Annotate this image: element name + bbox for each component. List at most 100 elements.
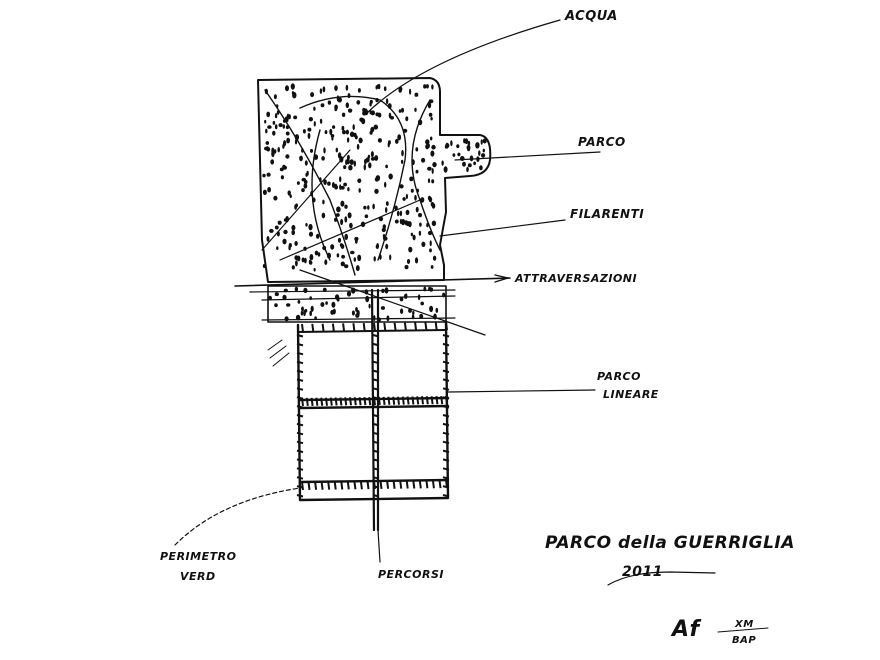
tree-dot xyxy=(369,110,372,115)
tree-dot xyxy=(262,263,267,269)
tree-dot xyxy=(329,128,333,135)
tree-dot xyxy=(313,121,316,127)
tree-dot xyxy=(381,288,385,293)
tree-dot xyxy=(406,259,411,264)
signature-initials: Af xyxy=(670,617,702,642)
tree-tick xyxy=(296,405,304,409)
tree-tick xyxy=(363,396,367,406)
tree-dot xyxy=(417,294,421,301)
tree-dot xyxy=(429,287,434,292)
tree-dot xyxy=(335,294,340,300)
tree-dot xyxy=(322,86,326,93)
tree-dots-grid xyxy=(296,321,450,498)
tree-tick xyxy=(372,396,380,400)
tree-dot xyxy=(482,148,485,153)
tree-tick xyxy=(362,322,366,332)
tree-dot xyxy=(345,129,349,135)
tree-dot xyxy=(337,237,342,243)
tree-dot xyxy=(415,147,419,152)
tree-dot xyxy=(389,254,392,261)
tree-dot xyxy=(388,173,393,180)
tree-dot xyxy=(357,88,361,93)
tree-dot xyxy=(285,131,290,136)
tree-dot xyxy=(478,150,481,156)
tree-tick xyxy=(340,481,344,490)
tree-dot xyxy=(325,301,328,305)
tree-dot xyxy=(433,313,437,320)
tree-dot xyxy=(376,84,381,89)
tree-dot xyxy=(313,106,316,111)
tree-dot xyxy=(432,255,437,261)
tree-dot xyxy=(273,195,278,201)
tree-dot xyxy=(330,134,335,138)
tree-dot xyxy=(282,238,287,245)
tree-dot xyxy=(408,308,412,313)
tree-dot xyxy=(374,155,379,161)
tree-tick xyxy=(352,323,356,332)
tree-dot xyxy=(423,286,427,292)
tree-tick xyxy=(296,334,304,338)
tree-dot xyxy=(421,157,426,163)
tree-tick xyxy=(368,396,372,406)
tree-dot xyxy=(427,166,432,171)
tree-dot xyxy=(340,218,344,226)
tree-tick xyxy=(438,479,442,489)
tree-dot xyxy=(430,202,435,207)
tree-dot xyxy=(419,222,422,227)
signature-note-bottom: BAP xyxy=(732,635,756,646)
tree-tick xyxy=(372,351,380,356)
tree-tick xyxy=(310,397,314,407)
tree-dot xyxy=(398,109,402,113)
tree-dot xyxy=(331,301,336,308)
tree-tick xyxy=(406,396,410,405)
tree-tick xyxy=(411,396,415,405)
tree-dot xyxy=(295,203,298,208)
tree-tick xyxy=(442,387,450,391)
tree-dot xyxy=(350,250,355,255)
tree-dot xyxy=(466,145,471,150)
tree-dot xyxy=(367,205,370,210)
tree-dot xyxy=(322,199,325,205)
tree-tick xyxy=(442,458,450,462)
tree-dot xyxy=(269,228,274,233)
tree-dot xyxy=(387,140,391,145)
tree-dot xyxy=(363,205,367,210)
tree-dot xyxy=(430,136,433,141)
tree-dot xyxy=(425,84,429,89)
tree-tick xyxy=(321,323,325,332)
tree-tick xyxy=(333,481,337,490)
tree-tick xyxy=(344,397,348,406)
tree-tick xyxy=(430,396,434,405)
leader-filare xyxy=(439,219,566,237)
path-diagonal-2 xyxy=(279,199,421,261)
tree-dot xyxy=(344,204,348,209)
tree-tick xyxy=(358,397,362,406)
tree-dot xyxy=(293,115,298,120)
tree-dot xyxy=(362,111,366,116)
tree-dot xyxy=(266,172,271,177)
tree-dot xyxy=(368,162,372,169)
tree-tick xyxy=(372,458,380,462)
tree-dot xyxy=(349,222,353,229)
crossing-diagonal xyxy=(299,269,486,336)
tree-dot xyxy=(352,124,355,131)
tree-tick xyxy=(296,387,304,391)
tree-dot xyxy=(286,137,290,144)
tree-dot xyxy=(396,210,400,217)
tree-dot xyxy=(309,310,313,316)
tree-dot xyxy=(351,287,356,294)
tree-dot xyxy=(429,240,432,247)
tree-dot xyxy=(345,102,349,109)
tree-dot xyxy=(405,193,408,200)
crossing-line-1 xyxy=(234,277,511,287)
tree-dot xyxy=(289,194,292,199)
tree-dot xyxy=(405,209,410,216)
tree-dot xyxy=(479,165,483,171)
tree-tick xyxy=(442,342,450,347)
tree-dot xyxy=(380,306,385,310)
tree-dot xyxy=(282,294,287,301)
tree-dot xyxy=(428,112,433,117)
tree-dot xyxy=(432,162,437,168)
tree-tick xyxy=(296,360,304,365)
tree-tick xyxy=(320,481,324,490)
